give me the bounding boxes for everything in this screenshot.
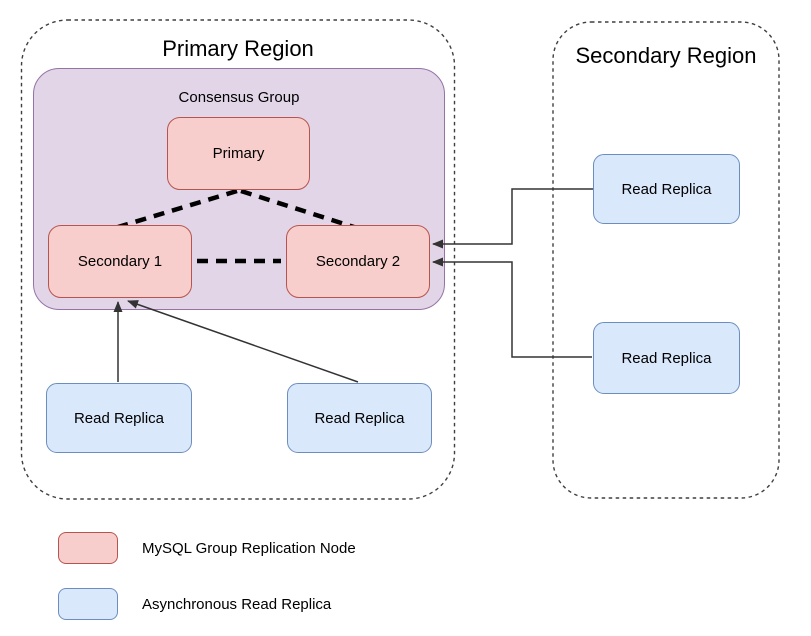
node-secondary-2-label: Secondary 2 — [315, 253, 401, 270]
read-replica-label: Read Replica — [73, 409, 165, 427]
primary-region-title: Primary Region — [162, 36, 314, 61]
legend-swatch-read-replica — [58, 588, 118, 620]
read-replica-label: Read Replica — [621, 349, 712, 367]
replication-arrow-right-replica-to-secondary1 — [127, 300, 359, 383]
legend-swatch-group-node — [58, 532, 118, 564]
consensus-group-label: Consensus Group — [178, 89, 300, 106]
read-replica-label: Read Replica — [621, 180, 712, 198]
primary-region-border — [20, 19, 456, 500]
replication-arrow-top-remote-replica-to-secondary2 — [432, 188, 593, 249]
read-replica-secondary-bottom: Read Replica — [593, 322, 740, 394]
node-secondary-2: Secondary 2 — [286, 225, 430, 298]
read-replica-primary-right: Read Replica — [287, 383, 432, 453]
replication-arrow-bottom-remote-replica-to-secondary2 — [432, 257, 592, 358]
mesh-link-primary-secondary1 — [117, 188, 238, 230]
node-primary-label: Primary — [212, 145, 265, 162]
node-primary: Primary — [167, 117, 310, 190]
secondary-region-border — [552, 21, 780, 499]
mesh-link-primary-secondary2 — [240, 188, 358, 231]
legend-label-group-node: MySQL Group Replication Node — [142, 540, 356, 557]
read-replica-primary-left: Read Replica — [46, 383, 192, 453]
read-replica-label: Read Replica — [314, 409, 405, 427]
node-secondary-1-label: Secondary 1 — [77, 253, 163, 270]
secondary-region-title: Secondary Region — [575, 43, 757, 68]
legend-label-read-replica: Asynchronous Read Replica — [142, 596, 332, 613]
node-secondary-1: Secondary 1 — [48, 225, 192, 298]
read-replica-secondary-top: Read Replica — [593, 154, 740, 224]
